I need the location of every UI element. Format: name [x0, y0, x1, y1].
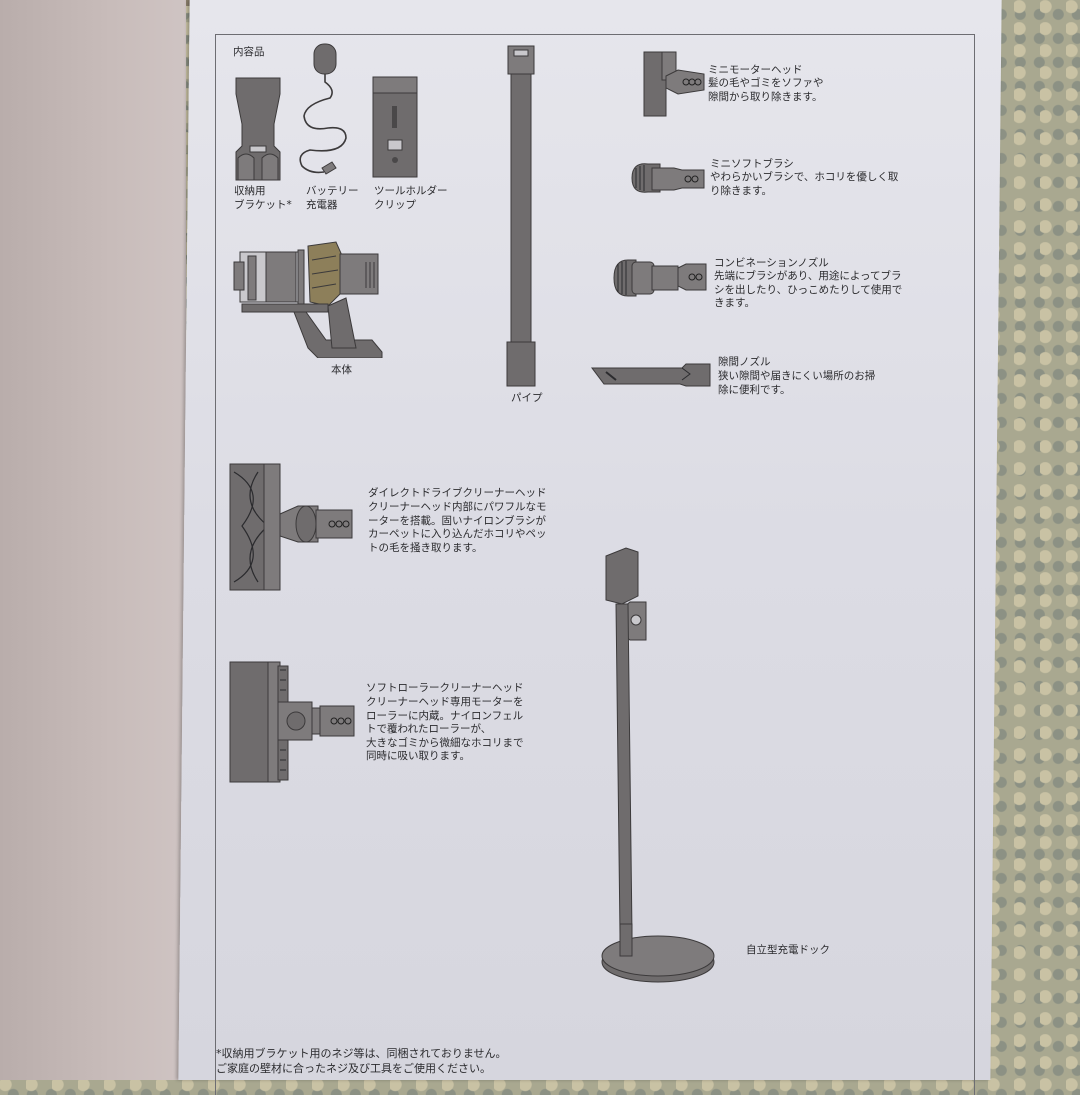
mini-motor-head-description: 髪の毛やゴミをソファや 隙間から取り除きます。 [708, 77, 824, 103]
pipe-label: パイプ [511, 392, 543, 404]
tool-clip-label: ツールホルダー クリップ [374, 185, 448, 211]
bracket-label: 収納用 ブラケット* [234, 185, 292, 211]
battery-charger-icon [299, 43, 347, 175]
combination-nozzle-title: コンビネーションノズル [714, 257, 829, 269]
storage-bracket-icon [235, 77, 281, 181]
crevice-nozzle-icon [591, 363, 711, 387]
soft-roller-head-title: ソフトローラークリーナーヘッド [366, 682, 524, 694]
pipe-icon [506, 45, 536, 387]
mini-soft-brush-description: やわらかいブラシで、ホコリを優しく取 り除きます。 [710, 171, 899, 197]
tool-holder-clip-icon [372, 76, 418, 178]
footnote-line-1: *収納用ブラケット用のネジ等は、同梱されておりません。 [216, 1047, 507, 1060]
left-page [0, 0, 186, 1080]
soft-roller-cleaner-head-icon [229, 661, 355, 783]
page-frame [215, 34, 975, 1095]
combination-nozzle-description: 先端にブラシがあり、用途によってブラ シを出したり、ひっこめたりして使用で きま… [714, 270, 903, 309]
mini-motor-head-title: ミニモーターヘッド [708, 64, 803, 76]
mini-soft-brush-icon [631, 163, 705, 193]
direct-drive-cleaner-head-icon [229, 463, 353, 591]
combination-nozzle-icon [613, 259, 707, 297]
crevice-nozzle-description: 狭い隙間や届きにくい場所のお掃 除に便利です。 [718, 370, 876, 396]
direct-drive-head-title: ダイレクトドライブクリーナーヘッド [368, 487, 547, 499]
main-body-label: 本体 [331, 364, 352, 376]
mini-soft-brush-title: ミニソフトブラシ [710, 158, 794, 170]
section-title: 内容品 [233, 46, 265, 58]
vacuum-main-body-icon [233, 241, 383, 358]
direct-drive-head-description: クリーナーヘッド内部にパワフルなモ ーターを搭載。固いナイロンブラシが カーペッ… [368, 501, 547, 554]
crevice-nozzle-title: 隙間ノズル [718, 356, 771, 368]
dock-label: 自立型充電ドック [746, 944, 830, 956]
charging-dock-icon [601, 547, 715, 983]
charger-label: バッテリー 充電器 [306, 185, 359, 211]
footnote-line-2: ご家庭の壁材に合ったネジ及び工具をご使用ください。 [216, 1062, 491, 1075]
mini-motor-head-icon [643, 51, 705, 117]
soft-roller-head-description: クリーナーヘッド専用モーターを ローラーに内蔵。ナイロンフェル トで覆われたロー… [366, 696, 524, 762]
